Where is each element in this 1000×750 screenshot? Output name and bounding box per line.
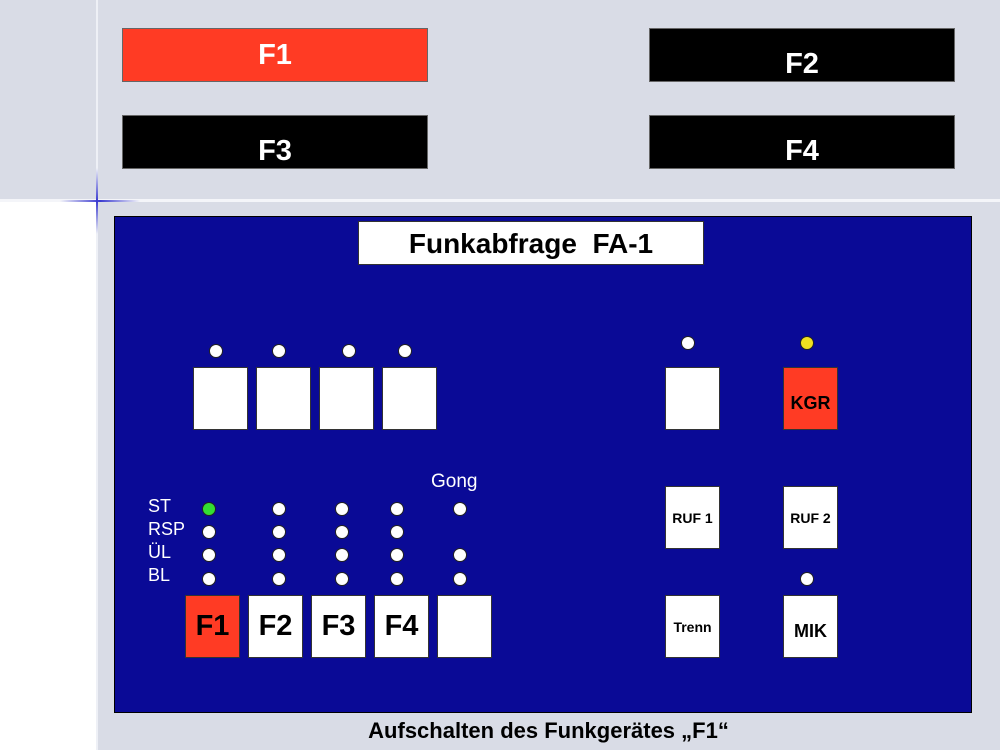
f4-bl-led (390, 572, 404, 586)
f4-ul-led (390, 548, 404, 562)
upper-key-1[interactable] (193, 367, 248, 430)
status-label-rsp: RSP (148, 519, 186, 539)
trenn-button[interactable]: Trenn (665, 595, 720, 658)
f1-rsp-led (202, 525, 216, 539)
upper-led-3 (342, 344, 356, 358)
channel-f2-key[interactable]: F2 (248, 595, 303, 658)
f4-st-led (390, 502, 404, 516)
f3-st-led (335, 502, 349, 516)
vertical-divider (96, 0, 98, 750)
upper-right-key[interactable] (665, 367, 720, 430)
gong-ul-led (453, 548, 467, 562)
status-label-bl: BL (148, 565, 171, 585)
upper-right-led (681, 336, 695, 350)
f3-ul-led (335, 548, 349, 562)
f4-rsp-led (390, 525, 404, 539)
left-margin (0, 200, 97, 750)
radio-f1-button[interactable]: F1 (122, 28, 428, 82)
channel-f4-key[interactable]: F4 (374, 595, 429, 658)
caption: Aufschalten des Funkgerätes „F1“ (368, 718, 729, 743)
ruf2-button[interactable]: RUF 2 (783, 486, 838, 549)
upper-led-1 (209, 344, 223, 358)
f2-ul-led (272, 548, 286, 562)
gong-label: Gong (431, 471, 478, 492)
f1-ul-led (202, 548, 216, 562)
panel-title: Funkabfrage FA-1 (358, 221, 704, 265)
radio-f2-button[interactable]: F2 (649, 28, 955, 82)
upper-key-2[interactable] (256, 367, 311, 430)
f3-bl-led (335, 572, 349, 586)
radio-f3-button[interactable]: F3 (122, 115, 428, 169)
control-panel (114, 216, 972, 713)
f2-st-led (272, 502, 286, 516)
f1-bl-led (202, 572, 216, 586)
gong-led (453, 502, 467, 516)
horizontal-divider (0, 199, 1000, 202)
gong-key[interactable] (437, 595, 492, 658)
upper-led-4 (398, 344, 412, 358)
upper-key-4[interactable] (382, 367, 437, 430)
f1-st-led (202, 502, 216, 516)
sparkle-decoration-v (96, 168, 98, 234)
status-label-ul: ÜL (148, 542, 172, 562)
f2-bl-led (272, 572, 286, 586)
channel-f1-key[interactable]: F1 (185, 595, 240, 658)
kgr-button[interactable]: KGR (783, 367, 838, 430)
f3-rsp-led (335, 525, 349, 539)
mik-button[interactable]: MIK (783, 595, 838, 658)
gong-bl-led (453, 572, 467, 586)
status-label-st: ST (148, 496, 172, 516)
ruf1-button[interactable]: RUF 1 (665, 486, 720, 549)
mik-led (800, 572, 814, 586)
upper-led-2 (272, 344, 286, 358)
channel-f3-key[interactable]: F3 (311, 595, 366, 658)
sparkle-decoration-h (60, 200, 140, 202)
upper-key-3[interactable] (319, 367, 374, 430)
kgr-led (800, 336, 814, 350)
f2-rsp-led (272, 525, 286, 539)
radio-f4-button[interactable]: F4 (649, 115, 955, 169)
